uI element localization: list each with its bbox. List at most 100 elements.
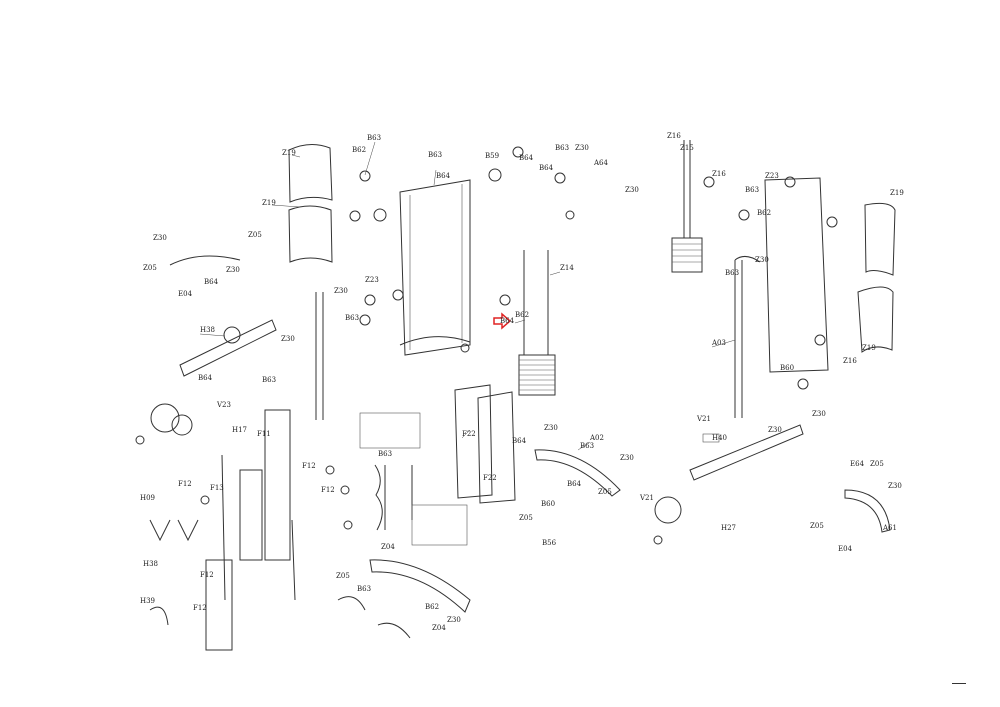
part-label: V23	[216, 401, 231, 409]
part-label: B64	[500, 317, 515, 325]
part-label: E64	[850, 460, 865, 468]
part-label: Z19	[890, 189, 904, 197]
part-label: H39	[140, 597, 155, 605]
part-label: H17	[232, 426, 247, 434]
part-label: Z05	[248, 231, 262, 239]
part-label: E04	[838, 545, 853, 553]
part-label: E04	[178, 290, 193, 298]
part-label: Z30	[625, 186, 639, 194]
red-arrow-indicator	[493, 312, 512, 330]
weight-plates	[519, 359, 555, 391]
part-label: F13	[210, 484, 224, 492]
part-label: B63	[725, 269, 739, 277]
center-shroud	[454, 384, 493, 499]
part-label: Z30	[620, 454, 634, 462]
part-label: Z30	[575, 144, 589, 152]
parts-group	[135, 140, 896, 651]
part-label: V21	[696, 415, 711, 423]
right-tower	[764, 177, 829, 373]
part-label: Z19	[862, 344, 876, 352]
part-label: Z30	[153, 234, 167, 242]
part-label: H38	[143, 560, 158, 568]
part-label: B63	[580, 442, 594, 450]
right-weight-stack	[671, 237, 703, 273]
part-label: B62	[515, 311, 529, 319]
part-label: B63	[745, 186, 759, 194]
shroud-panel-lower	[288, 205, 333, 263]
part-label: Z30	[768, 426, 782, 434]
part-label: B60	[780, 364, 794, 372]
main-frame	[399, 179, 471, 356]
part-label: Z30	[334, 287, 348, 295]
part-label: B64	[436, 172, 451, 180]
part-label: H27	[721, 524, 736, 532]
part-label: Z19	[262, 199, 276, 207]
part-label: F12	[200, 571, 214, 579]
part-label: Z30	[447, 616, 461, 624]
part-label: F12	[321, 486, 335, 494]
part-label: F12	[178, 480, 192, 488]
part-label: V21	[639, 494, 654, 502]
part-label: Z23	[365, 276, 379, 284]
part-label: Z19	[282, 149, 296, 157]
part-label: B60	[541, 500, 555, 508]
part-label: B64	[539, 164, 554, 172]
part-label: Z30	[544, 424, 558, 432]
part-label: Z05	[143, 264, 157, 272]
part-label: B63	[367, 134, 381, 142]
part-label: B63	[378, 450, 392, 458]
part-label: B63	[262, 376, 276, 384]
part-label: Z30	[755, 256, 769, 264]
part-label: Z05	[519, 514, 533, 522]
part-label: Z30	[812, 410, 826, 418]
part-label: Z05	[336, 572, 350, 580]
part-label: Z15	[680, 144, 694, 152]
part-label: Z04	[381, 543, 395, 551]
part-label: B64	[204, 278, 219, 286]
part-label: A64	[593, 159, 609, 167]
part-label: H09	[140, 494, 155, 502]
part-label: B64	[567, 480, 582, 488]
part-label: Z23	[765, 172, 779, 180]
part-label: Z05	[870, 460, 884, 468]
part-label: B64	[198, 374, 213, 382]
part-label: Z16	[843, 357, 857, 365]
page-mark	[952, 683, 966, 684]
left-arm	[179, 319, 277, 377]
part-label: Z30	[888, 482, 902, 490]
part-label: Z04	[432, 624, 446, 632]
part-label: A61	[882, 524, 897, 532]
part-label: B62	[425, 603, 439, 611]
part-label: B59	[485, 152, 499, 160]
shroud-panel-upper	[288, 144, 333, 203]
part-label: B62	[352, 146, 366, 154]
part-label: Z14	[560, 264, 574, 272]
part-label: Z16	[712, 170, 726, 178]
part-label: Z30	[226, 266, 240, 274]
part-label: A03	[711, 339, 726, 347]
part-label: B63	[555, 144, 569, 152]
part-label: Z05	[598, 488, 612, 496]
part-label: Z16	[667, 132, 681, 140]
pulleys	[135, 146, 838, 545]
part-label: H38	[200, 326, 215, 334]
part-label: B63	[428, 151, 442, 159]
part-label: B64	[519, 154, 534, 162]
part-label: F22	[462, 430, 476, 438]
detail-box-lower	[411, 504, 468, 546]
part-label: F22	[483, 474, 497, 482]
part-label: B56	[542, 539, 557, 547]
detail-box-upper	[359, 412, 421, 449]
part-label: A02	[589, 434, 604, 442]
part-label: Z30	[281, 335, 295, 343]
part-label: B64	[512, 437, 527, 445]
part-label: F12	[302, 462, 316, 470]
part-label: F11	[257, 430, 271, 438]
part-label: Z05	[810, 522, 824, 530]
part-label: H40	[712, 434, 727, 442]
part-label: B63	[345, 314, 359, 322]
part-label: B63	[357, 585, 371, 593]
part-label: B62	[757, 209, 771, 217]
